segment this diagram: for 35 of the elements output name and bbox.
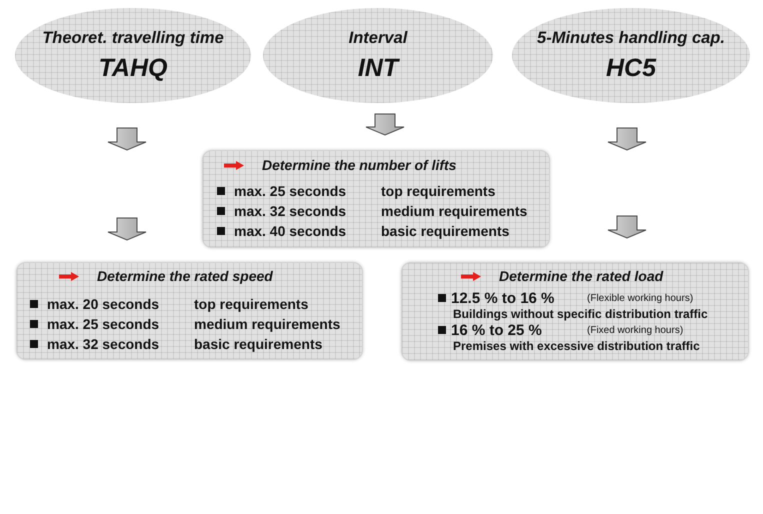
working-hours-note: (Fixed working hours) xyxy=(587,324,684,336)
metric-name: Interval xyxy=(348,28,408,48)
metric-abbreviation: INT xyxy=(358,52,398,82)
time-limit: max. 20 seconds xyxy=(47,296,160,312)
block-arrow xyxy=(366,114,404,136)
load-range: 16 % to 25 % xyxy=(451,322,542,338)
step-panel xyxy=(401,262,749,361)
block-arrow xyxy=(608,216,646,239)
block-arrow xyxy=(108,218,146,241)
time-limit: max. 32 seconds xyxy=(47,336,160,352)
metric-abbreviation: TAHQ xyxy=(98,52,168,82)
step-panel xyxy=(16,262,363,360)
time-limit: max. 40 seconds xyxy=(234,223,346,239)
load-range: 12.5 % to 16 % xyxy=(451,290,554,306)
block-arrow xyxy=(108,128,146,151)
requirement-level: medium requirements xyxy=(381,203,528,219)
metric-name: Theoret. travelling time xyxy=(42,28,224,48)
step-heading: Determine the rated speed xyxy=(97,268,273,284)
step-heading: Determine the number of lifts xyxy=(262,157,456,173)
time-limit: max. 25 seconds xyxy=(47,316,160,332)
step-heading: Determine the rated load xyxy=(499,268,664,284)
requirement-level: top requirements xyxy=(194,296,308,312)
requirement-level: medium requirements xyxy=(194,316,340,332)
time-limit: max. 32 seconds xyxy=(234,203,346,219)
metric-name: 5-Minutes handling cap. xyxy=(537,28,725,48)
requirement-level: basic requirements xyxy=(381,223,510,239)
step-panel xyxy=(202,150,550,248)
metric-abbreviation: HC5 xyxy=(606,52,656,82)
building-type-description: Buildings without specific distribution traffic xyxy=(453,307,708,321)
block-arrow xyxy=(608,128,646,151)
requirement-level: basic requirements xyxy=(194,336,322,352)
working-hours-note: (Flexible working hours) xyxy=(587,292,694,304)
time-limit: max. 25 seconds xyxy=(234,183,346,199)
requirement-level: top requirements xyxy=(381,183,496,199)
building-type-description: Premises with excessive distribution traffic xyxy=(453,339,700,353)
